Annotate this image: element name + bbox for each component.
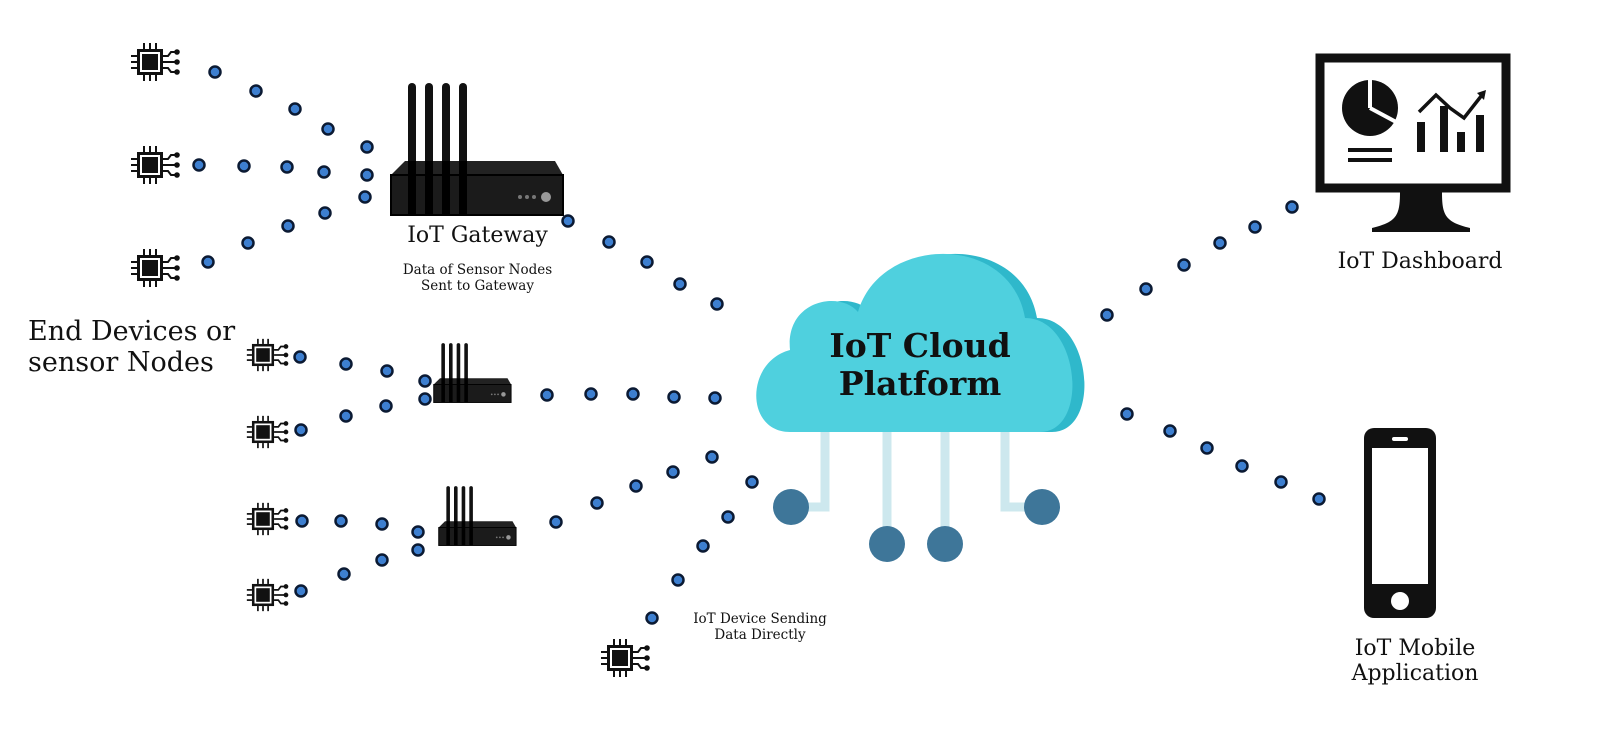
connection-dot	[584, 387, 598, 401]
cloud-label: IoT Cloud Platform	[829, 326, 1011, 403]
connection-dot	[339, 409, 353, 423]
connection-dot	[280, 160, 294, 174]
connection-dot	[334, 514, 348, 528]
connection-dot	[360, 168, 374, 182]
connection-dot	[1213, 236, 1227, 250]
sensor-chip-icon	[130, 145, 181, 185]
gateway-label: IoT Gateway	[407, 223, 548, 248]
bar-chart-icon	[1417, 90, 1486, 152]
connection-dot	[540, 388, 554, 402]
connection-dot	[667, 390, 681, 404]
connection-dot	[358, 190, 372, 204]
connection-dot	[1163, 424, 1177, 438]
connection-dot	[294, 584, 308, 598]
connection-dot	[418, 392, 432, 406]
gateway-router-icon	[433, 342, 512, 403]
connection-dots	[192, 65, 1326, 625]
connection-dot	[375, 553, 389, 567]
connection-dot	[1177, 258, 1191, 272]
connection-dot	[411, 525, 425, 539]
connection-dot	[201, 255, 215, 269]
connection-dot	[626, 387, 640, 401]
connection-dot	[1248, 220, 1262, 234]
connection-dot	[645, 611, 659, 625]
sensor-chip-icon	[130, 42, 181, 82]
mobile-phone-icon	[1364, 428, 1436, 618]
connection-dot	[321, 122, 335, 136]
connection-dot	[1274, 475, 1288, 489]
connection-dot	[281, 219, 295, 233]
connection-dot	[293, 350, 307, 364]
connection-dot	[337, 567, 351, 581]
connection-dot	[1100, 308, 1114, 322]
connection-dot	[249, 84, 263, 98]
connection-dot	[561, 214, 575, 228]
connection-dot	[317, 165, 331, 179]
direct-device-caption: IoT Device Sending Data Directly	[693, 611, 827, 643]
connection-dot	[339, 357, 353, 371]
connection-dot	[602, 235, 616, 249]
connection-dot	[379, 399, 393, 413]
dashboard-label: IoT Dashboard	[1337, 249, 1503, 274]
sensor-chip-icon	[246, 338, 290, 372]
sensor-chip-icon	[130, 248, 181, 288]
cloud-endpoint-node	[927, 526, 963, 562]
connection-dot	[411, 543, 425, 557]
connection-dot	[360, 140, 374, 154]
connection-dot	[640, 255, 654, 269]
connection-dot	[288, 102, 302, 116]
connection-dot	[380, 364, 394, 378]
dashboard-monitor-icon	[1315, 53, 1511, 232]
connection-dot	[295, 514, 309, 528]
cloud-endpoint-node	[1024, 489, 1060, 525]
connection-dot	[629, 479, 643, 493]
connection-dot	[666, 465, 680, 479]
sensor-chip-icon	[600, 638, 651, 678]
connection-dot	[590, 496, 604, 510]
cloud-body	[756, 253, 1073, 432]
device-icons	[130, 42, 1511, 678]
cloud-endpoint-node	[869, 526, 905, 562]
connection-dot	[318, 206, 332, 220]
connection-dot	[1200, 441, 1214, 455]
connection-dot	[1235, 459, 1249, 473]
gateway-router-icon	[438, 485, 517, 546]
sensor-chip-icon	[246, 577, 290, 613]
connection-dot	[237, 159, 251, 173]
connection-dot	[745, 475, 759, 489]
connection-dot	[1285, 200, 1299, 214]
connection-dot	[1139, 282, 1153, 296]
connection-dot	[1312, 492, 1326, 506]
connection-dot	[294, 423, 308, 437]
connection-dot	[549, 515, 563, 529]
connection-dot	[1120, 407, 1134, 421]
connection-dot	[241, 236, 255, 250]
connection-dot	[192, 158, 206, 172]
connection-dot	[708, 391, 722, 405]
connection-dot	[721, 510, 735, 524]
connection-dot	[418, 374, 432, 388]
connection-dot	[208, 65, 222, 79]
gateway-caption: Data of Sensor Nodes Sent to Gateway	[402, 262, 553, 294]
connection-dot	[375, 517, 389, 531]
connection-dot	[696, 539, 710, 553]
cloud-endpoint-node	[773, 489, 809, 525]
connection-dot	[671, 573, 685, 587]
mobile-label: IoT Mobile Application	[1351, 636, 1479, 687]
end-devices-label: End Devices or sensor Nodes	[28, 316, 236, 379]
sensor-chip-icon	[246, 502, 290, 537]
connection-dot	[710, 297, 724, 311]
connection-dot	[705, 450, 719, 464]
sensor-chip-icon	[246, 415, 290, 449]
cloud-icon	[756, 253, 1085, 562]
gateway-router-icon	[390, 82, 564, 216]
connection-dot	[673, 277, 687, 291]
